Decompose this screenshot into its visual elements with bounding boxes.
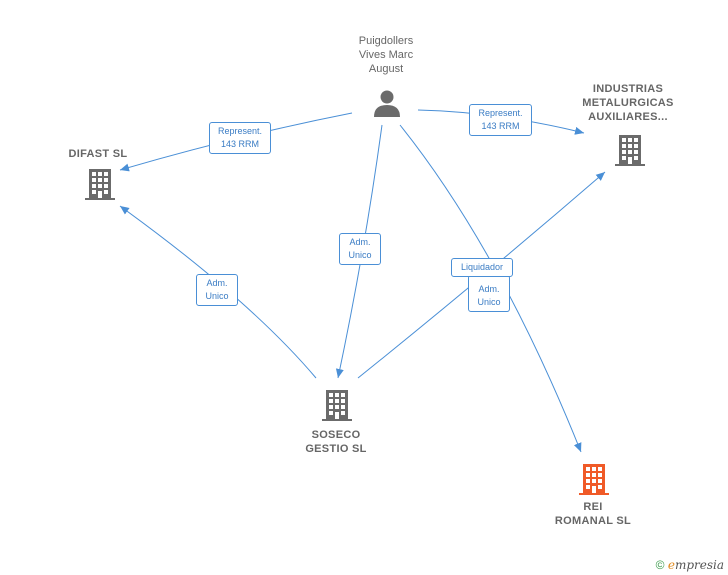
edge-label-soseco-difast: Adm. Unico [196, 274, 238, 306]
edge-label-person-soseco: Adm. Unico [339, 233, 381, 265]
node-label-industrias[interactable]: INDUSTRIAS METALURGICAS AUXILIARES... [582, 83, 674, 123]
node-label-person[interactable]: Puigdollers Vives Marc August [358, 35, 414, 75]
building-icon-difast[interactable] [85, 167, 115, 200]
edge-label-soseco-industrias: Liquidador [451, 258, 513, 277]
person-icon[interactable] [374, 90, 400, 118]
node-label-soseco[interactable]: SOSECO GESTIO SL [305, 429, 367, 455]
building-icon-industrias[interactable] [615, 135, 645, 166]
building-icon-rei[interactable] [579, 464, 609, 495]
brand-name: mpresia [674, 558, 724, 572]
node-label-rei[interactable]: REI ROMANAL SL [554, 501, 632, 527]
edge-label-person-industrias: Represent. 143 RRM [469, 104, 532, 136]
footer-brand: © empresia [656, 558, 724, 572]
copyright-icon: © [655, 558, 665, 572]
brand-logo-e: e [667, 558, 675, 572]
edge-label-person-difast: Represent. 143 RRM [209, 122, 271, 154]
building-icon-soseco[interactable] [322, 390, 352, 421]
node-label-difast[interactable]: DIFAST SL [68, 148, 128, 160]
edge-label-person-rei: Adm. Unico [468, 275, 510, 312]
